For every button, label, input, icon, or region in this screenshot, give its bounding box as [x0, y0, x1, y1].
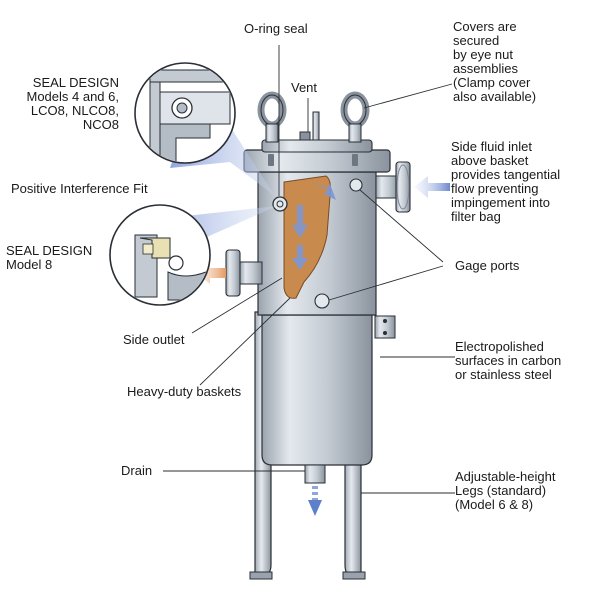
inlet-flow-arrow: [414, 176, 450, 198]
side-outlet-nozzle: [225, 249, 263, 297]
gage-port-upper: [349, 178, 363, 192]
leader-gage-port-2: [328, 265, 444, 301]
leader-gage-port-1: [359, 189, 444, 263]
left-leg-foot: [249, 571, 273, 580]
label-covers: Covers are secured by eye nut assemblies…: [453, 19, 537, 104]
seal-detail-upper: [134, 62, 236, 164]
flange-bolts: [268, 154, 358, 166]
side-inlet-nozzle: [375, 161, 411, 213]
gage-port-lower: [314, 293, 330, 309]
leader-lines: [163, 45, 455, 494]
seal-detail-lower: [109, 204, 211, 306]
leader-side-outlet: [191, 277, 283, 334]
label-heavy-duty-baskets: Heavy-duty baskets: [127, 384, 242, 399]
leg-bracket: [374, 315, 396, 339]
lower-body: [261, 314, 373, 466]
cover-flange: [243, 149, 391, 173]
label-drain: Drain: [121, 463, 153, 478]
label-oring-seal: O-ring seal: [244, 21, 308, 36]
internal-flow-arrows: [292, 182, 336, 270]
label-side-fluid-inlet: Side fluid inlet above basket provides t…: [451, 139, 561, 224]
drain-pipe: [304, 464, 326, 484]
leader-heavy-duty: [199, 297, 291, 386]
label-positive-interference-fit: Positive Interference Fit: [11, 181, 148, 196]
drain-flow-arrow: [308, 486, 322, 516]
label-electropolished: Electropolished surfaces in carbon or st…: [455, 339, 562, 382]
label-legs: Adjustable-height Legs (standard) (Model…: [455, 469, 556, 512]
eye-nut-left: [257, 91, 287, 143]
oring-seal-marker: [272, 196, 288, 212]
label-gage-ports: Gage ports: [455, 258, 520, 273]
right-leg-foot: [342, 571, 366, 580]
leader-covers: [363, 83, 453, 109]
filter-bag: [283, 175, 331, 299]
eye-nut-right: [340, 91, 370, 143]
label-seal-design-1: SEAL DESIGN Models 4 and 6, LCO8, NLCO8,…: [26, 75, 119, 132]
label-vent: Vent: [291, 80, 318, 95]
label-side-outlet: Side outlet: [123, 332, 185, 347]
vent: [299, 111, 320, 141]
label-seal-design-2: SEAL DESIGN Model 8: [6, 243, 93, 272]
